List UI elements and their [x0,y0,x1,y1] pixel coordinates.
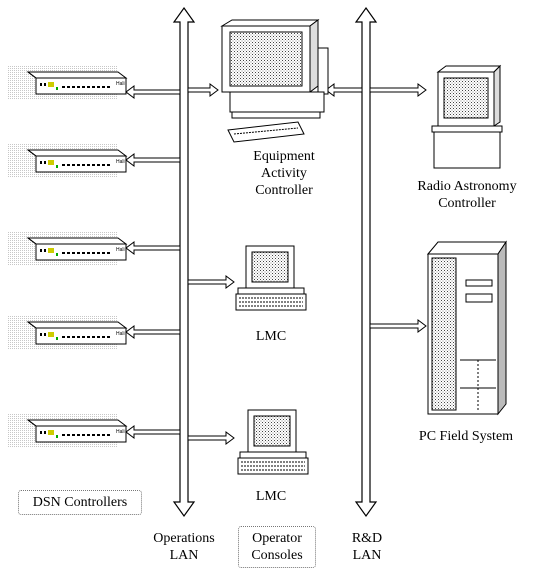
eac-label: Equipment Activity Controller [236,148,332,199]
lmc-terminal-2 [237,409,309,475]
lmc-label-1: LMC [255,329,287,344]
lmc-terminal-1 [235,245,307,311]
dsn-unit-5 [7,413,127,449]
operations-lan-label: Operations LAN [142,530,226,564]
lmc-label-2: LMC [255,489,287,504]
radio-label-line-1: Radio Astronomy [417,179,517,194]
dsn-unit-1 [7,65,127,101]
pc-field-system-label: PC Field System [418,429,514,444]
radio-label-line-2: Controller [438,196,496,211]
eac-label-line-2: Activity [261,166,307,181]
ops-lan-line-1: Operations [153,531,215,546]
radio-astronomy-workstation [431,64,503,169]
dsn-unit-2 [7,143,127,179]
consoles-line-1: Operator [252,531,302,546]
eac-label-line-1: Equipment [253,149,315,164]
dsn-unit-3 [7,231,127,267]
radio-astronomy-label: Radio Astronomy Controller [402,178,532,212]
rd-lan-line-1: R&D [351,531,383,546]
eac-workstation [220,19,329,143]
pc-tower [426,240,507,416]
rd-lan-label: R&D LAN [344,530,390,564]
rd-lan-bus [354,6,378,518]
eac-label-line-3: Controller [255,183,313,198]
operator-consoles-label: Operator Consoles [238,526,316,568]
consoles-line-2: Consoles [251,548,303,563]
dsn-controllers-label: DSN Controllers [18,490,142,515]
rd-lan-line-2: LAN [352,548,382,563]
dsn-unit-4 [7,315,127,351]
ops-lan-bus [172,6,196,518]
ops-lan-line-2: LAN [169,548,199,563]
